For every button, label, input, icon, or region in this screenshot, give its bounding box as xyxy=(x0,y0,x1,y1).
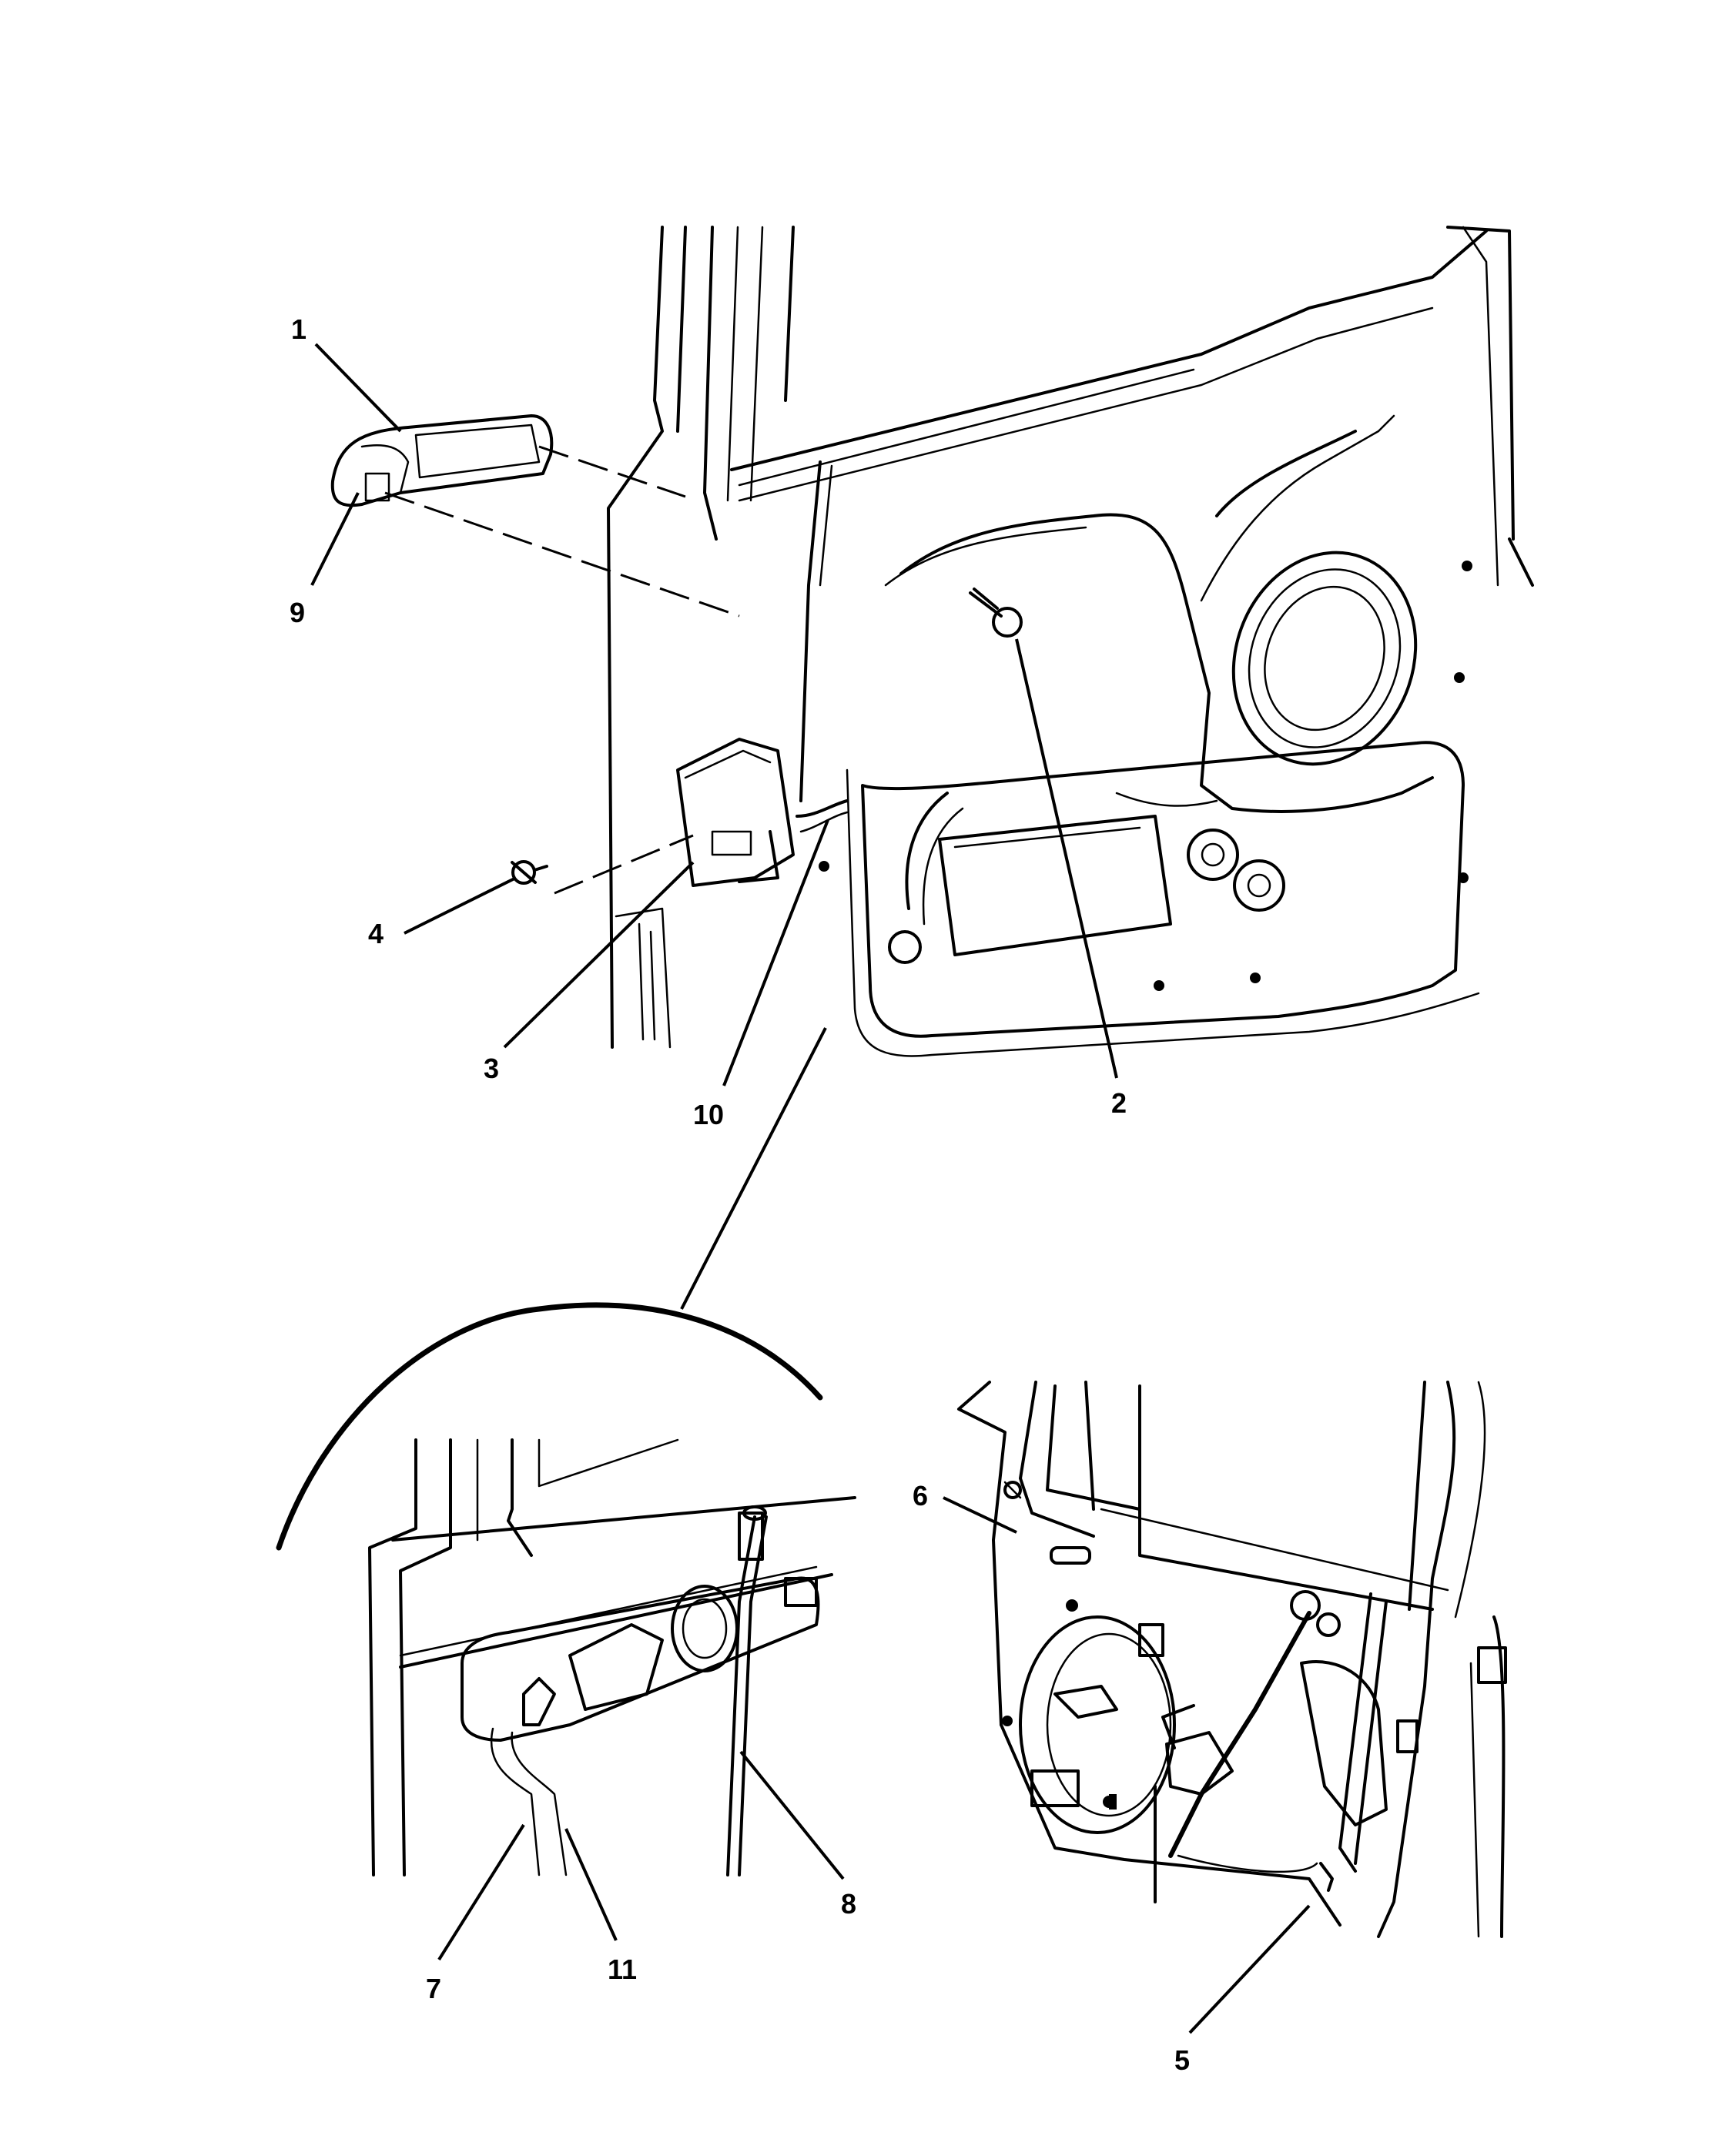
callout-4: 4 xyxy=(368,918,384,949)
exploded-view-lines xyxy=(384,445,740,895)
inner-door-view xyxy=(957,1381,1507,1938)
part-2-screw xyxy=(969,588,1023,638)
outside-door-handle xyxy=(330,414,554,507)
callout-11: 11 xyxy=(608,1953,637,1985)
callout-7: 7 xyxy=(426,1973,441,2004)
leader-10 xyxy=(722,819,829,1086)
leader-1 xyxy=(314,343,402,433)
detail-inset xyxy=(276,1302,856,1876)
callout-5: 5 xyxy=(1174,2044,1190,2076)
leader-9 xyxy=(310,492,360,586)
callout-9: 9 xyxy=(290,597,305,628)
leader-lines xyxy=(310,343,1311,2034)
leader-11 xyxy=(564,1828,618,1941)
leader-2 xyxy=(1015,638,1118,1079)
callout-1: 1 xyxy=(291,313,306,345)
callout-6: 6 xyxy=(913,1480,928,1512)
callout-3: 3 xyxy=(484,1053,499,1084)
callout-labels: 1 9 4 3 10 2 6 7 11 8 5 xyxy=(290,313,1190,2076)
leader-8 xyxy=(739,1750,845,1880)
callout-8: 8 xyxy=(841,1888,856,1920)
leader-3 xyxy=(503,861,695,1049)
callout-2: 2 xyxy=(1111,1087,1127,1119)
part-4-fastener xyxy=(511,860,548,885)
leader-4 xyxy=(404,876,517,935)
leader-5 xyxy=(1188,1904,1311,2034)
callout-10: 10 xyxy=(693,1099,724,1130)
main-door-assembly xyxy=(607,226,1534,1057)
leader-6 xyxy=(943,1496,1017,1534)
leader-7 xyxy=(437,1823,525,1961)
